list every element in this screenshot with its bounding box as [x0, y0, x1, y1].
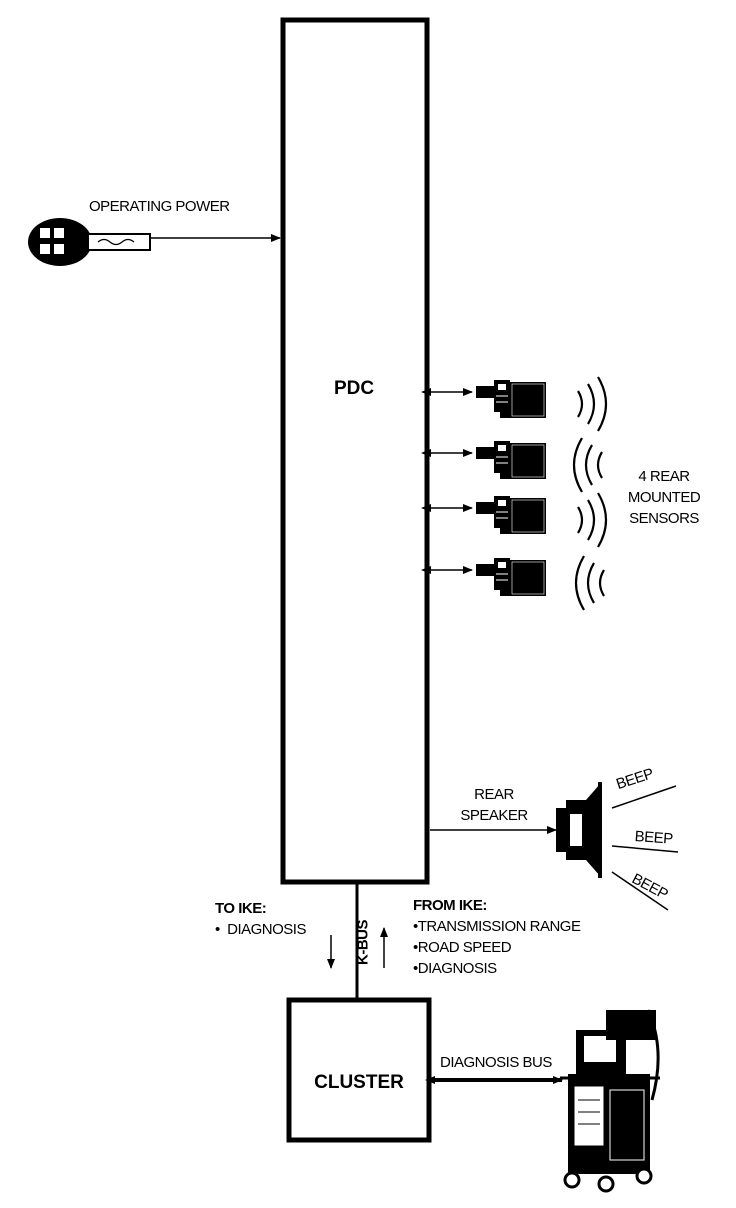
- beep-line-3: [611, 871, 669, 911]
- rear-speaker-label-line-2: SPEAKER: [460, 807, 528, 824]
- from-ike-item-2: •ROAD SPEED: [413, 937, 580, 958]
- sensor-3-waves-icon: [577, 492, 608, 548]
- bullet-icon: •: [413, 960, 418, 977]
- beep-line-1: [611, 785, 677, 809]
- pdc-module-block: [280, 17, 430, 885]
- diagnosis-bus-label: DIAGNOSIS BUS: [440, 1054, 552, 1071]
- from-ike-title: FROM IKE:: [413, 897, 487, 914]
- sensor-4-icon: [475, 557, 547, 597]
- sensor-1-icon: [475, 379, 547, 419]
- beep-line-2: [611, 845, 679, 853]
- sensors-label-line-1: 4 REAR: [638, 468, 690, 485]
- from-ike-item-3-text: DIAGNOSIS: [417, 960, 497, 977]
- sensor-1-waves-icon: [577, 376, 608, 432]
- to-ike-title: TO IKE:: [215, 900, 267, 917]
- to-ike-item: • DIAGNOSIS: [215, 919, 306, 940]
- to-ike-item-text: DIAGNOSIS: [227, 921, 306, 938]
- pdc-block-label: PDC: [334, 378, 375, 399]
- operating-power-label: OPERATING POWER: [89, 198, 230, 215]
- k-bus-label: K-BUS: [354, 920, 372, 965]
- sensor-3-icon: [475, 495, 547, 535]
- beep-label-2: BEEP: [634, 828, 674, 848]
- sensor-2-icon: [475, 440, 547, 480]
- sensors-label-line-2: MOUNTED: [627, 489, 701, 506]
- sensor-4-waves-icon: [574, 555, 605, 611]
- sensor-2-waves-icon: [572, 437, 603, 493]
- bullet-icon: •: [413, 918, 418, 935]
- from-ike-item-1-text: TRANSMISSION RANGE: [417, 918, 581, 935]
- to-ike-block: TO IKE: • DIAGNOSIS: [215, 898, 306, 940]
- sensors-label-line-3: SENSORS: [629, 510, 699, 527]
- cluster-block: [286, 997, 432, 1143]
- bullet-icon: •: [215, 921, 220, 938]
- bullet-icon: •: [413, 939, 418, 956]
- key-fob-icon: [28, 218, 151, 266]
- sensors-label: 4 REAR MOUNTED SENSORS: [608, 466, 720, 529]
- rear-speaker-label: REAR SPEAKER: [444, 784, 544, 826]
- from-ike-item-2-text: ROAD SPEED: [417, 939, 512, 956]
- speaker-icon: [556, 782, 602, 878]
- from-ike-item-3: •DIAGNOSIS: [413, 958, 580, 979]
- cluster-block-label: CLUSTER: [314, 1072, 404, 1093]
- from-ike-item-1: •TRANSMISSION RANGE: [413, 916, 581, 937]
- from-ike-block: FROM IKE: •TRANSMISSION RANGE •ROAD SPEE…: [413, 895, 581, 979]
- diagnostic-tester-icon: [560, 1009, 660, 1193]
- rear-speaker-label-line-1: REAR: [474, 786, 514, 803]
